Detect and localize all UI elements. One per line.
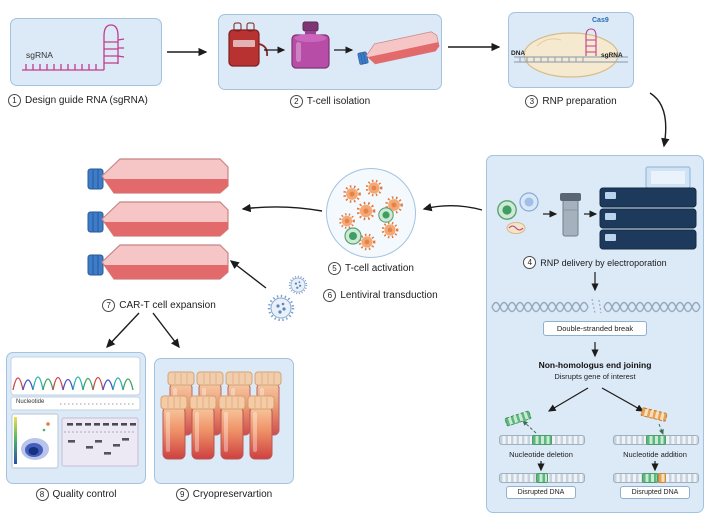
sgrna-design-box xyxy=(10,18,162,86)
quality-control-box xyxy=(6,352,146,484)
step3-label: 3 RNP preparation xyxy=(508,95,634,108)
step8-label: 8 Quality control xyxy=(6,488,146,501)
tcell-activation-circle xyxy=(326,168,416,258)
step6-text: Lentiviral transduction xyxy=(340,290,438,301)
flask-stack-icon xyxy=(87,158,229,280)
step8-number: 8 xyxy=(35,488,49,501)
step5-label: 5 T-cell activation xyxy=(306,262,436,275)
flask-icon xyxy=(87,201,229,237)
step8-text: Quality control xyxy=(52,489,117,500)
lentivirus-icon xyxy=(288,275,308,295)
cryopreservation-box xyxy=(154,358,294,484)
flask-icon xyxy=(87,244,229,280)
rnp-preparation-box xyxy=(508,12,634,88)
step9-text: Cryopreservartion xyxy=(192,489,273,500)
step1-number: 1 xyxy=(8,94,21,107)
step2-number: 2 xyxy=(289,95,303,108)
step3-text: RNP preparation xyxy=(542,96,617,107)
step5-text: T-cell activation xyxy=(345,263,414,274)
step7-text: CAR-T cell expansion xyxy=(119,300,216,311)
step3-number: 3 xyxy=(525,95,539,108)
flask-icon xyxy=(87,158,229,194)
step9-label: 9 Cryopreservartion xyxy=(154,488,294,501)
lentivirus-icons xyxy=(267,275,308,322)
step9-number: 9 xyxy=(175,488,189,501)
step1-text: Design guide RNA (sgRNA) xyxy=(25,95,148,106)
gene-editing-panel xyxy=(486,155,704,513)
step5-number: 5 xyxy=(328,262,342,275)
step1-label: 1 Design guide RNA (sgRNA) xyxy=(8,94,148,107)
step6-number: 6 xyxy=(323,289,337,302)
step7-number: 7 xyxy=(102,299,116,312)
step7-label: 7 CAR-T cell expansion xyxy=(84,299,234,312)
step2-label: 2 T-cell isolation xyxy=(218,95,442,108)
step2-text: T-cell isolation xyxy=(306,96,371,107)
lentivirus-icon xyxy=(267,294,295,322)
tcell-isolation-box xyxy=(218,14,442,90)
step6-label: 6 Lentiviral transduction xyxy=(308,289,453,302)
